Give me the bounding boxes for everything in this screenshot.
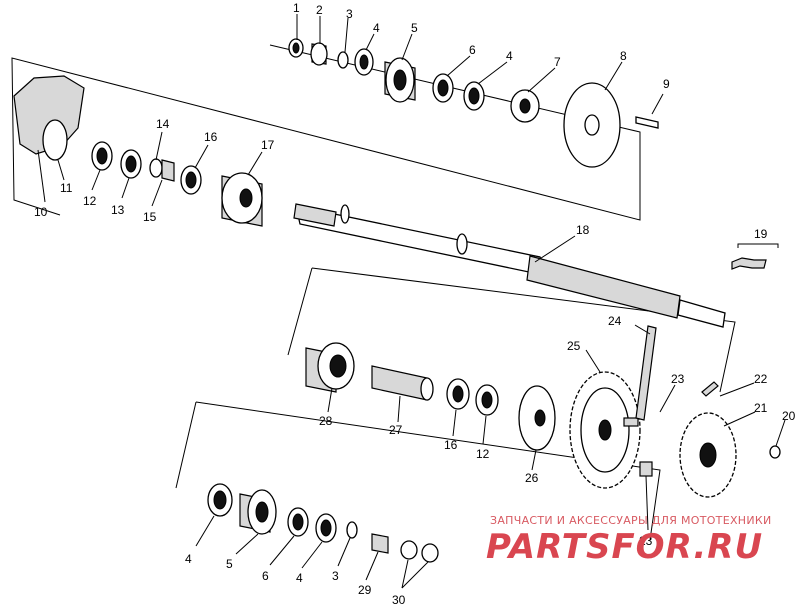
seal-lower-2-hole [320, 519, 332, 537]
callout-23: 23 [639, 534, 653, 548]
callout-14: 14 [156, 117, 170, 131]
callout-4: 4 [373, 21, 380, 35]
callout-23: 23 [671, 372, 685, 386]
chain-link-22 [701, 381, 719, 397]
callout-9: 9 [663, 77, 670, 91]
bearing-upper-hole [437, 79, 449, 97]
watermark-tagline: ЗАПЧАСТИ И АКСЕССУАРЫ ДЛЯ МОТОТЕХНИКИ [490, 514, 772, 527]
callout-17: 17 [261, 138, 275, 152]
callout-4: 4 [506, 49, 513, 63]
front-sprocket-hole [699, 442, 717, 468]
bearing-left-2-hole [185, 171, 197, 189]
master-link-19 [731, 257, 767, 270]
watermark-brand: PARTSFOR.RU [486, 527, 763, 567]
seal-lower-hole [213, 490, 227, 510]
callout-6: 6 [262, 569, 269, 583]
callout-25: 25 [567, 339, 581, 353]
bearing-carrier-lower-hole [255, 501, 269, 523]
bearing-mid-hole [452, 385, 464, 403]
callout-13: 13 [111, 203, 125, 217]
brake-disc-hub [584, 114, 600, 136]
o-ring [337, 51, 349, 69]
callout-3: 3 [332, 569, 339, 583]
circlip-hole [292, 42, 300, 54]
ring-left [149, 158, 163, 178]
callout-26: 26 [525, 471, 539, 485]
callout-28: 28 [319, 414, 333, 428]
bolt [635, 116, 659, 129]
spacer-face [310, 42, 328, 66]
callout-16: 16 [204, 130, 218, 144]
shaft-collar [340, 204, 350, 224]
callout-8: 8 [620, 49, 627, 63]
lower-frame-left [175, 401, 197, 489]
callout-21: 21 [754, 401, 768, 415]
callout-10: 10 [34, 205, 48, 219]
bearing-lower-hole [292, 513, 304, 531]
sprocket-hub-hole [534, 409, 546, 427]
callout-22: 22 [754, 372, 768, 386]
callout-15: 15 [143, 210, 157, 224]
shaft-spline-left [293, 203, 337, 227]
middle-row-parts [305, 257, 781, 498]
left-row-parts [13, 75, 263, 227]
middle-frame-top [311, 267, 736, 393]
sleeve [371, 365, 428, 401]
callout-5: 5 [411, 21, 418, 35]
callout-19: 19 [754, 227, 768, 241]
shaft-spline-right [526, 255, 681, 319]
callout-3: 3 [346, 7, 353, 21]
callout-4: 4 [296, 571, 303, 585]
watermark: ЗАПЧАСТИ И АКСЕССУАРЫ ДЛЯ МОТОТЕХНИКИ PA… [486, 514, 772, 567]
eccentric-housing-hole [239, 188, 253, 208]
spacer-left [161, 159, 175, 182]
callout-30: 30 [392, 593, 406, 606]
callout-12: 12 [83, 194, 97, 208]
sleeve-end [420, 377, 434, 401]
callout-7: 7 [554, 55, 561, 69]
callout-29: 29 [358, 583, 372, 597]
callout-20: 20 [782, 409, 796, 423]
bearing-carrier-hole [393, 69, 407, 91]
o-ring-lower [346, 521, 358, 539]
callout-11: 11 [60, 181, 73, 195]
spacer-23a [623, 417, 639, 427]
callout-16: 16 [444, 438, 458, 452]
nut-20 [769, 445, 781, 459]
spacer-lower [371, 533, 389, 554]
lower-frame-top [195, 401, 661, 541]
locknut-lower [421, 543, 439, 563]
callout-27: 27 [389, 423, 403, 437]
bearing-left-hole [125, 155, 137, 173]
caliper-housing [42, 119, 68, 161]
leader-lines [37, 14, 786, 589]
upper-row-parts [288, 38, 659, 168]
brake-hub-hole [519, 98, 531, 114]
spacer-23b [639, 461, 653, 477]
lower-row-parts [207, 483, 439, 563]
callout-4: 4 [185, 552, 192, 566]
callout-6: 6 [469, 43, 476, 57]
callout-1: 1 [293, 1, 300, 15]
seal-upper-hole [359, 54, 369, 70]
callout-18: 18 [576, 223, 590, 237]
shaft-end [677, 299, 726, 328]
callout-5: 5 [226, 557, 233, 571]
callout-2: 2 [316, 3, 323, 17]
nut-lower [400, 540, 418, 560]
seal-mid-hole [481, 391, 493, 409]
middle-frame-left [287, 267, 313, 356]
shaft-collar-mid [456, 233, 468, 255]
callout-24: 24 [608, 314, 622, 328]
rear-axle-shaft [293, 203, 726, 328]
seal-left-hole [96, 147, 108, 165]
callout-12: 12 [476, 447, 490, 461]
upper-frame [11, 44, 641, 221]
callout-numbers: 1 2 3 4 5 6 4 7 8 9 10 11 12 13 14 15 16… [34, 1, 796, 606]
drive-hub-hole [329, 354, 347, 378]
seal-upper-2-hole [468, 87, 480, 105]
rear-sprocket-hole [598, 419, 612, 441]
drive-chain [635, 325, 657, 421]
